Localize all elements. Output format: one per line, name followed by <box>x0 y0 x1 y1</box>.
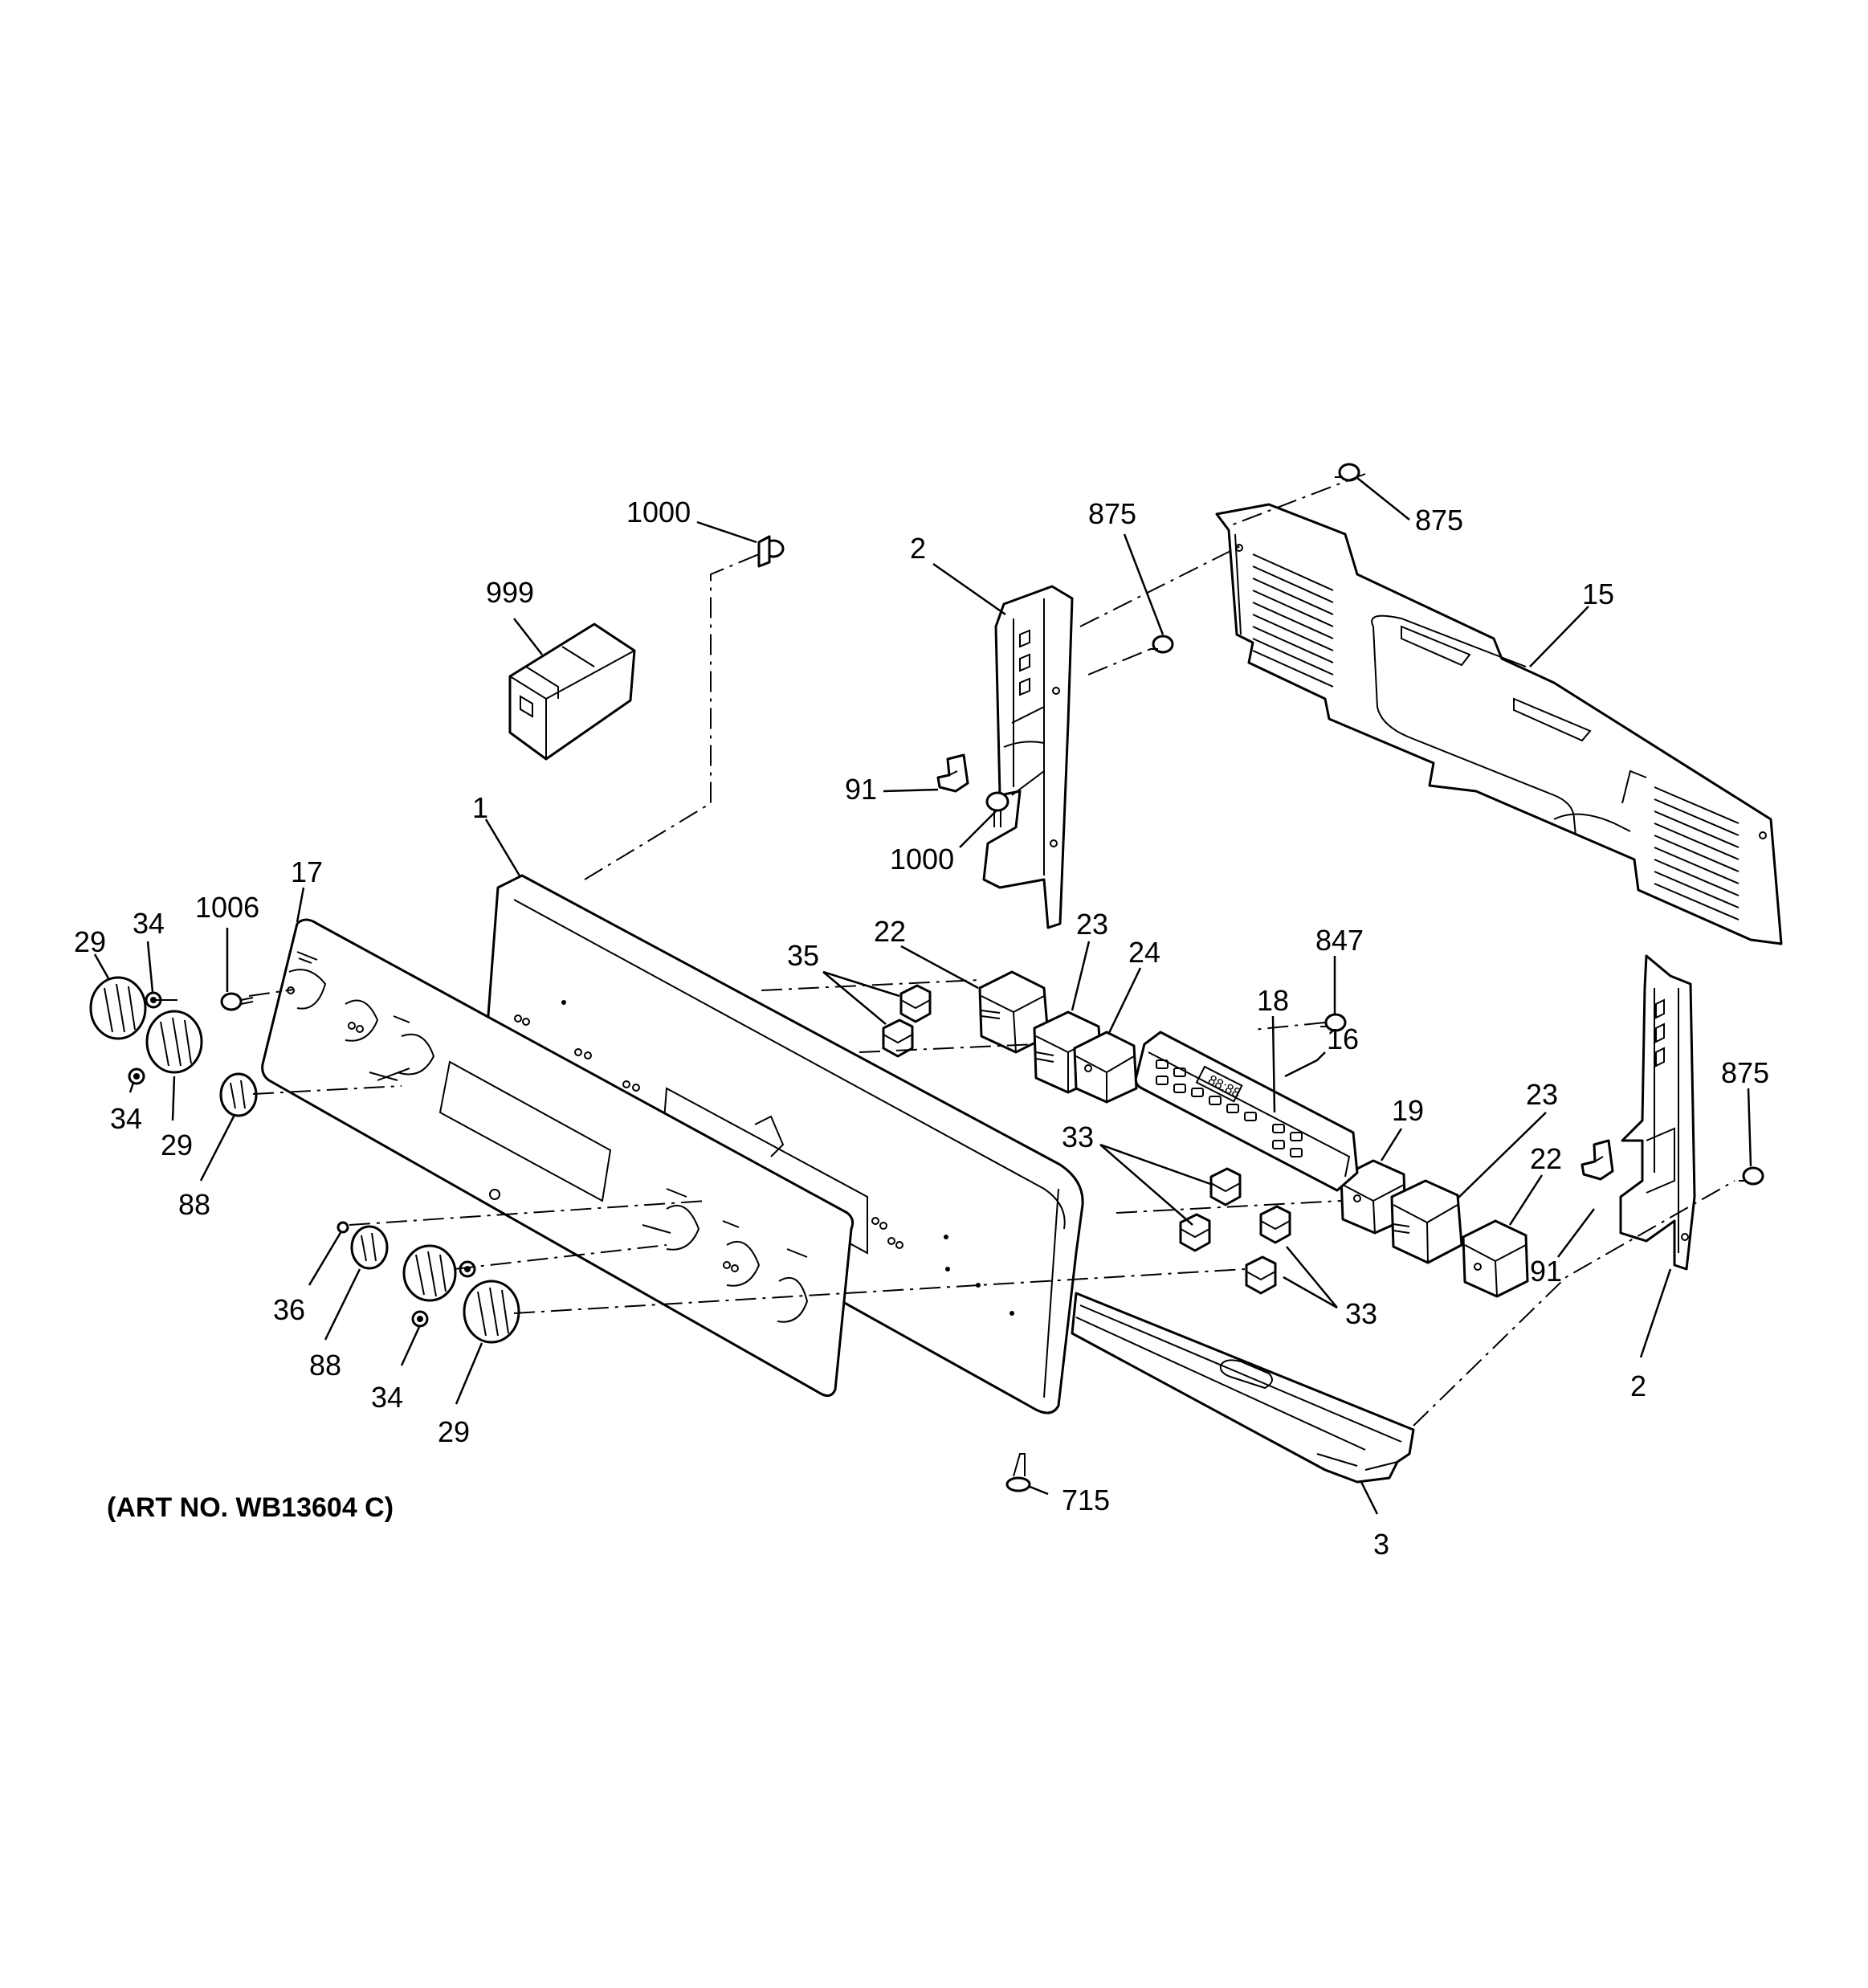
callout-33-right: 33 <box>1345 1297 1377 1330</box>
callout-15: 15 <box>1582 578 1614 610</box>
screw-part-875-right <box>1739 1166 1764 1186</box>
art-number-caption: (ART NO. WB13604 C) <box>107 1492 394 1523</box>
callout-29-left: 29 <box>161 1129 193 1161</box>
callout-3: 3 <box>1373 1528 1389 1561</box>
clip-part-33-d <box>1245 1255 1277 1295</box>
alignment-lines <box>157 473 1735 1427</box>
callout-88-low: 88 <box>309 1349 341 1382</box>
screw-part-1006 <box>220 992 254 1011</box>
callout-875-right: 875 <box>1721 1056 1769 1089</box>
callout-1: 1 <box>472 791 488 824</box>
knob-part-29-top <box>89 976 147 1040</box>
callout-16: 16 <box>1327 1023 1359 1055</box>
leader-lines <box>93 477 1752 1515</box>
callout-23-top: 23 <box>1076 908 1108 941</box>
control-board-keypad <box>1156 1059 1303 1157</box>
clip-part-33-b <box>1179 1213 1211 1252</box>
rear-panel-part-15 <box>1215 503 1783 945</box>
screw-part-715 <box>1005 1453 1031 1492</box>
callout-18: 18 <box>1257 984 1289 1017</box>
callout-22-top: 22 <box>874 915 906 948</box>
callout-labels: 1000 999 2 875 875 15 91 1000 1 17 1006 … <box>74 496 1769 1561</box>
callout-29-low: 29 <box>438 1415 470 1448</box>
control-board-display-window <box>1195 1065 1243 1103</box>
switch-part-19 <box>1340 1159 1407 1235</box>
trim-strip-part-3 <box>1071 1292 1415 1484</box>
callout-23-right: 23 <box>1526 1078 1558 1111</box>
callout-1000-low: 1000 <box>890 843 954 876</box>
callout-33-left: 33 <box>1062 1121 1094 1153</box>
screw-part-875-mid <box>1150 635 1174 654</box>
knob-part-29-low <box>463 1280 520 1344</box>
callout-2-left: 2 <box>910 532 926 565</box>
callout-91-left: 91 <box>845 773 877 806</box>
knob-part-29-mid <box>402 1244 457 1302</box>
clip-part-33-c <box>1259 1205 1291 1244</box>
clip-part-33-a <box>1209 1167 1242 1206</box>
screw-part-847 <box>1320 1013 1347 1032</box>
callout-22-right: 22 <box>1530 1142 1562 1175</box>
switch-part-22-right <box>1462 1219 1529 1298</box>
screw-part-1000-low <box>985 791 1009 827</box>
callout-91-right: 91 <box>1530 1255 1562 1288</box>
nut-part-34-low <box>411 1310 429 1328</box>
nut-part-34-left <box>128 1067 145 1085</box>
callout-17: 17 <box>291 855 323 888</box>
clip-part-35-b <box>882 1018 914 1058</box>
side-bracket-right-part-2 <box>1619 954 1696 1271</box>
side-bracket-left-part-2 <box>982 585 1074 929</box>
screw-part-1000-top <box>757 535 785 568</box>
overlay-dial-graphics <box>287 951 809 1323</box>
callout-2-right: 2 <box>1630 1370 1646 1402</box>
callout-34-top: 34 <box>133 907 165 940</box>
callout-24: 24 <box>1128 936 1160 969</box>
callout-1006: 1006 <box>195 891 259 924</box>
knob-part-29-left <box>145 1010 203 1074</box>
callout-36: 36 <box>273 1293 305 1326</box>
small-knob-part-88-left <box>219 1072 258 1117</box>
callout-34-low: 34 <box>371 1381 403 1414</box>
clip-right-part-91 <box>1580 1139 1614 1181</box>
nut-part-34-mid <box>459 1260 476 1278</box>
callout-715: 715 <box>1062 1484 1110 1517</box>
clip-part-35-a <box>899 984 932 1023</box>
callout-1000-top: 1000 <box>626 496 691 529</box>
clip-left-part-91 <box>936 753 969 793</box>
callout-875-mid: 875 <box>1088 497 1136 530</box>
callout-35: 35 <box>787 939 819 972</box>
callout-847: 847 <box>1315 924 1364 957</box>
small-knob-part-88-low <box>350 1225 389 1270</box>
callout-19: 19 <box>1392 1094 1424 1127</box>
box-part-999 <box>508 623 636 761</box>
control-board-part-16: 88:88 <box>1134 1031 1359 1192</box>
callout-29-top: 29 <box>74 925 106 958</box>
switch-part-24 <box>1073 1031 1138 1104</box>
callout-88-left: 88 <box>178 1188 210 1221</box>
pin-part-36 <box>336 1221 349 1234</box>
callout-34-left: 34 <box>110 1102 142 1135</box>
rear-panel-vent-slots <box>1252 553 1740 921</box>
overlay-panel-part-17 <box>261 918 854 1398</box>
callout-999: 999 <box>486 576 534 609</box>
switch-part-23-right <box>1390 1179 1463 1264</box>
callout-875-top: 875 <box>1415 504 1463 537</box>
